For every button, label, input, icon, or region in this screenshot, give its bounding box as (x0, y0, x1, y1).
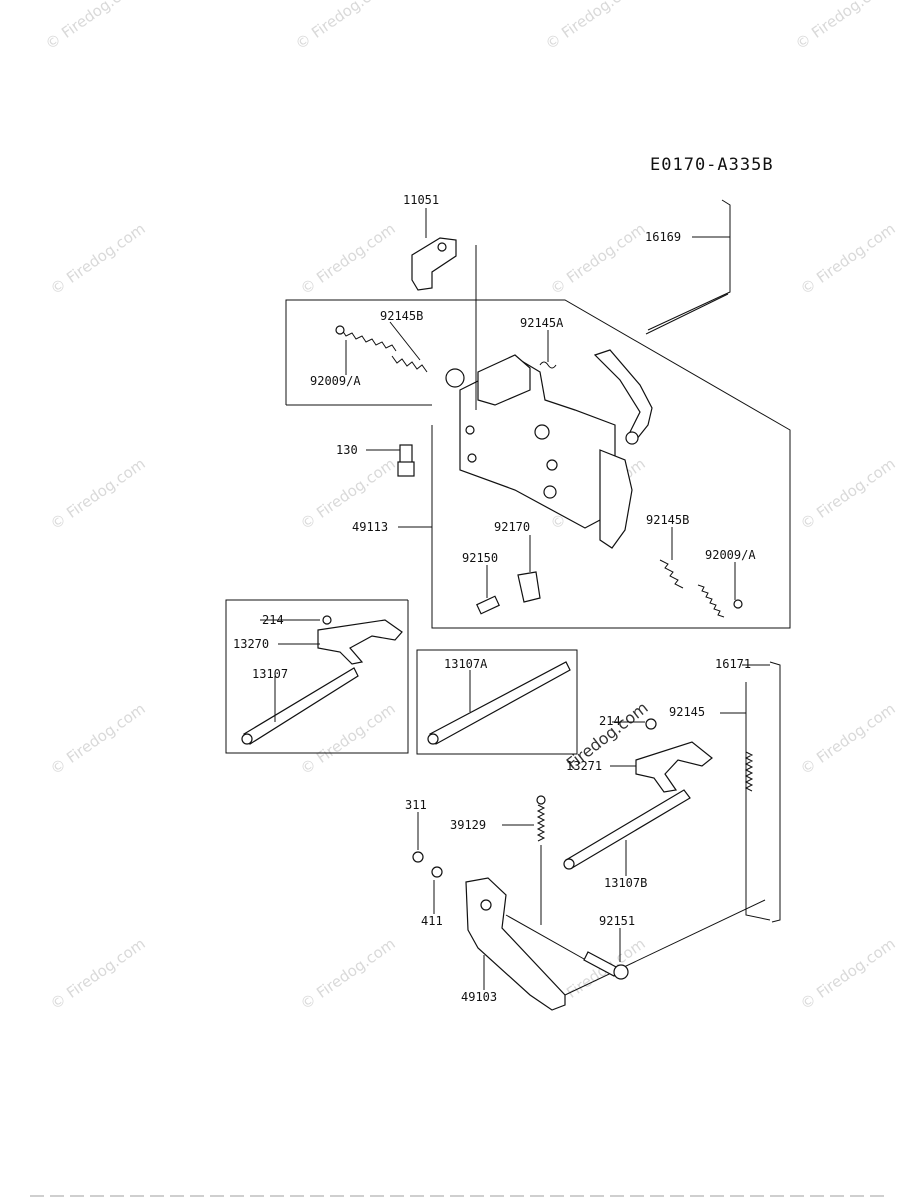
spring-92145b-bottom (659, 559, 684, 589)
leader-92145b-top (389, 321, 421, 361)
watermark: © Firedog.com (797, 220, 899, 299)
bolt-92151 (583, 951, 619, 977)
plate-13271 (635, 741, 713, 793)
label-16169: 16169 (645, 230, 681, 244)
shaft-end (241, 733, 253, 745)
label-16171: 16171 (715, 657, 751, 671)
bracket-11051 (411, 237, 457, 291)
label-92145b-top: 92145B (380, 309, 423, 323)
label-13271: 13271 (566, 759, 602, 773)
label-92009a-top: 92009/A (310, 374, 361, 388)
spring-92145a (539, 361, 557, 369)
diagram-code: E0170-A335B (650, 155, 774, 175)
watermark: © Firedog.com (297, 700, 399, 779)
spring-hook (536, 795, 546, 805)
watermark: © Firedog.com (547, 220, 649, 299)
spring-92145 (744, 751, 754, 792)
watermark: © Firedog.com (542, 0, 644, 53)
label-92145: 92145 (669, 705, 705, 719)
plate-hole (534, 424, 550, 440)
spring-end (335, 325, 345, 335)
bolt-130-head (397, 461, 415, 477)
spring-92009a-bottom (697, 584, 725, 618)
spring-92009a-top (341, 329, 397, 352)
clip-92170 (517, 571, 541, 603)
watermark: © Firedog.com (297, 220, 399, 299)
plate-side-flange (599, 449, 633, 549)
inset-frame-middle (416, 649, 578, 755)
label-11051: 11051 (403, 193, 439, 207)
screw-214-right (645, 718, 657, 730)
bracket-hole (437, 242, 447, 252)
plate-hole (465, 425, 475, 435)
watermark: © Firedog.com (47, 700, 149, 779)
shaft-end (563, 858, 575, 870)
screw-214-left (322, 615, 332, 625)
watermark: © Firedog.com (47, 220, 149, 299)
plate-13270 (317, 619, 403, 665)
lever-hole (480, 899, 492, 911)
lever-arm (593, 349, 653, 441)
nut-311 (412, 851, 424, 863)
watermark: © Firedog.com (797, 700, 899, 779)
label-13270: 13270 (233, 637, 269, 651)
label-92145b-bottom: 92145B (646, 513, 689, 527)
watermark: © Firedog.com (47, 935, 149, 1014)
spring-end (733, 599, 743, 609)
inset-shaft-13107 (225, 599, 409, 754)
spring-39129 (536, 804, 546, 842)
rod-16169 (647, 199, 731, 331)
watermark: © Firedog.com (797, 455, 899, 534)
watermark: © Firedog.com (42, 0, 144, 53)
lever-49103 (465, 877, 566, 1011)
watermark: © Firedog.com (797, 935, 899, 1014)
lever-assembly (412, 661, 781, 1011)
lever-pin (625, 431, 639, 445)
label-92170: 92170 (494, 520, 530, 534)
label-92145a: 92145A (520, 316, 564, 330)
washer-411 (431, 866, 443, 878)
control-panel-assembly (285, 199, 791, 629)
bolt-92151-head (613, 964, 629, 980)
label-92150: 92150 (462, 551, 498, 565)
watermark-layer: © Firedog.com © Firedog.com © Firedog.co… (42, 0, 899, 1013)
label-92009a-bottom: 92009/A (705, 548, 756, 562)
label-13107: 13107 (252, 667, 288, 681)
rod-16171 (769, 661, 781, 923)
label-411: 411 (421, 914, 443, 928)
shaft-13107a (429, 661, 571, 745)
plate-hole (546, 459, 558, 471)
label-13107b: 13107B (604, 876, 647, 890)
watermark: © Firedog.com (292, 0, 394, 53)
plate-hole (543, 485, 557, 499)
label-214-left: 214 (262, 613, 284, 627)
bolt-92150 (476, 595, 500, 615)
rod-16171-inner (745, 682, 771, 921)
label-39129: 39129 (450, 818, 486, 832)
label-130: 130 (336, 443, 358, 457)
watermark: © Firedog.com (297, 935, 399, 1014)
plate-hole (467, 453, 477, 463)
shaft-end (427, 733, 439, 745)
label-13107a: 13107A (444, 657, 488, 671)
spring-92145b-top (391, 355, 428, 373)
inset-shaft-13107a (416, 649, 578, 755)
rod-16169-edge (645, 293, 729, 335)
plate-tab (477, 354, 531, 406)
watermark: © Firedog.com (47, 455, 149, 534)
label-92151: 92151 (599, 914, 635, 928)
inset-frame-left (225, 599, 409, 754)
assembly-line (564, 899, 766, 996)
label-311: 311 (405, 798, 427, 812)
assembly-frame (285, 299, 791, 629)
label-49103: 49103 (461, 990, 497, 1004)
shaft-13107b (565, 789, 691, 869)
label-214-right: 214 (599, 714, 621, 728)
watermark: © Firedog.com (792, 0, 894, 53)
label-49113: 49113 (352, 520, 388, 534)
plate-boss (445, 368, 465, 388)
